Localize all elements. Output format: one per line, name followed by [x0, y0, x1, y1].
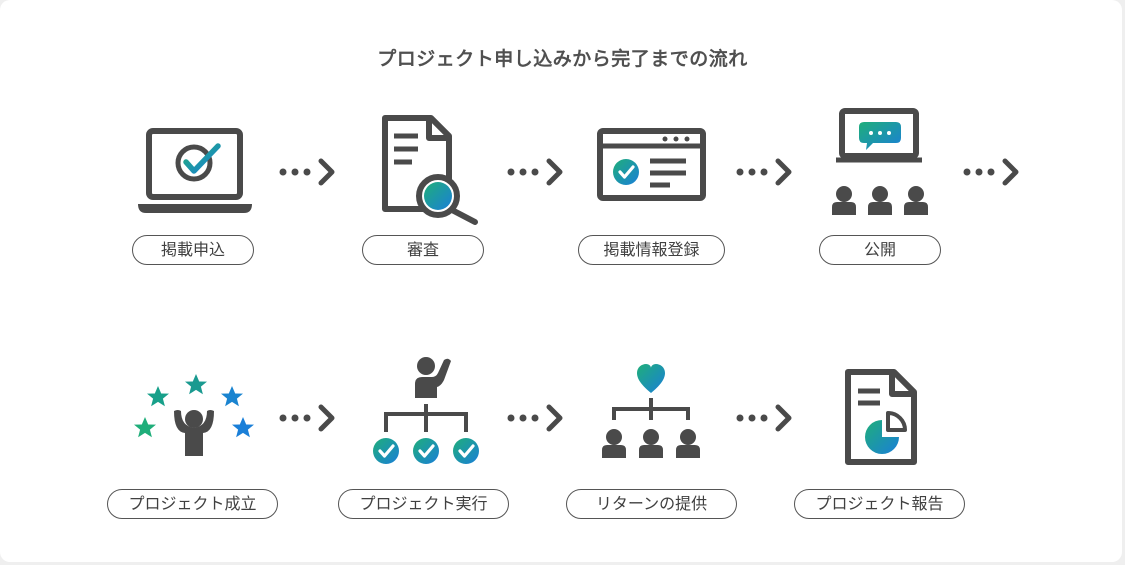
step-label-apply: 掲載申込 [132, 235, 254, 265]
page-title: プロジェクト申し込みから完了までの流れ [377, 48, 748, 70]
flow-arrow [508, 407, 561, 429]
step-label-publish: 公開 [819, 235, 941, 265]
step-label-established: プロジェクト成立 [107, 489, 278, 519]
step-label-report: プロジェクト報告 [794, 489, 965, 519]
flow-arrow [737, 407, 790, 429]
flow-arrow [964, 161, 1017, 183]
document-search-icon [382, 115, 478, 225]
step-label-review: 審査 [362, 235, 484, 265]
step-label-rewards: リターンの提供 [566, 489, 737, 519]
flow-arrow [737, 161, 790, 183]
flow-arrow [280, 407, 333, 429]
flow-arrow [280, 161, 333, 183]
step-label-execution: プロジェクト実行 [338, 489, 509, 519]
presentation-audience-icon [832, 108, 928, 215]
laptop-check-icon [138, 128, 252, 213]
person-stars-icon [134, 374, 254, 456]
team-checklist-icon [371, 357, 481, 466]
heart-network-icon [602, 364, 700, 458]
report-chart-icon [845, 369, 917, 465]
step-label-registration: 掲載情報登録 [578, 235, 725, 265]
flow-arrow [508, 161, 561, 183]
browser-form-icon [597, 128, 706, 201]
